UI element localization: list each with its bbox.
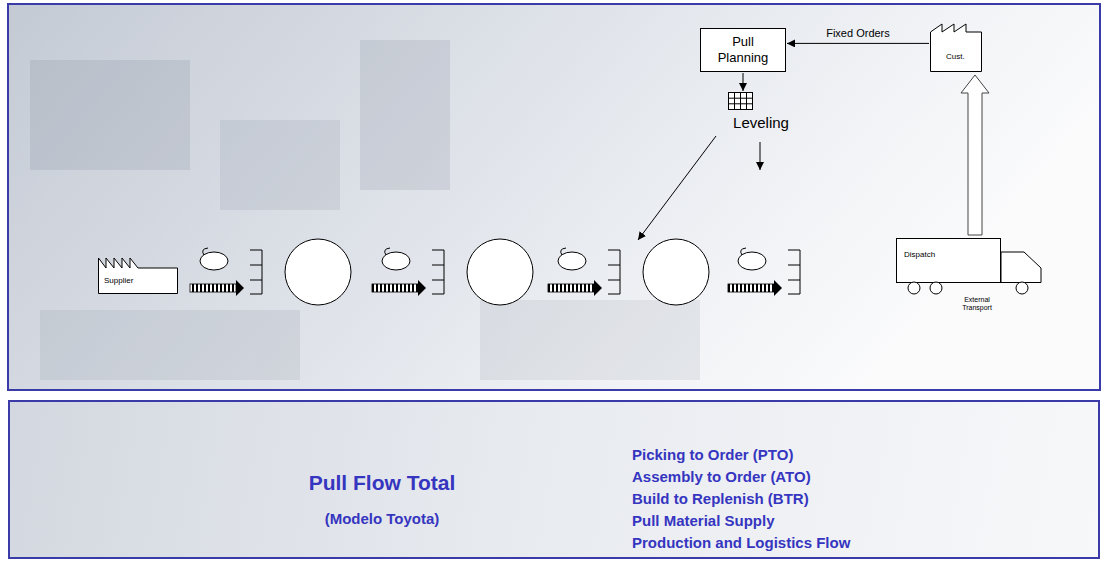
node-label: Pull Flow Total xyxy=(242,470,522,495)
customer-factory: Cust. xyxy=(930,22,982,72)
planning-box: Pull Planning xyxy=(700,28,786,72)
kanban-unit xyxy=(372,248,444,296)
node-label: Pull Planning xyxy=(701,34,785,65)
dispatch-truck-outline xyxy=(896,238,1042,316)
flow-arrow xyxy=(743,73,744,91)
node-text: Pull Material Supply xyxy=(632,512,775,530)
photo-shapes xyxy=(30,40,700,380)
dispatch-truck: DispatchExternal Transport xyxy=(896,238,1042,316)
node-label: Leveling xyxy=(720,114,802,132)
supplier-factory: Supplier xyxy=(98,256,178,294)
node-text: Build to Replenish (BTR) xyxy=(632,490,809,508)
flow-arrow xyxy=(787,43,929,44)
edge-label: Fixed Orders xyxy=(826,27,890,40)
node-label: Supplier xyxy=(104,276,133,286)
kanban-unit xyxy=(190,248,262,296)
node-text: Production and Logistics Flow xyxy=(632,534,850,552)
supplier-factory-outline xyxy=(98,256,178,294)
kanban-unit xyxy=(548,248,620,296)
node-text: (Modelo Toyota) xyxy=(242,510,522,528)
leveling-arrow xyxy=(760,142,761,170)
process-circle xyxy=(643,239,709,305)
process-circle xyxy=(467,239,533,305)
customer-factory-outline xyxy=(930,22,982,72)
node-text: Assembly to Order (ATO) xyxy=(632,468,811,486)
node-label: Dispatch xyxy=(904,250,935,260)
top-panel xyxy=(8,4,1100,390)
kanban-unit xyxy=(728,248,800,296)
node-text: External Transport xyxy=(950,296,1004,313)
leveling-arrow xyxy=(638,136,716,240)
node-label: Cust. xyxy=(946,52,965,62)
leveling-box: Leveling xyxy=(720,92,804,136)
summary-panel: Pull Flow Total (Modelo Toyota) Picking to… xyxy=(8,400,1100,559)
process-circle xyxy=(285,239,351,305)
node-text: Picking to Order (PTO) xyxy=(632,446,793,464)
block-arrow xyxy=(961,75,989,235)
